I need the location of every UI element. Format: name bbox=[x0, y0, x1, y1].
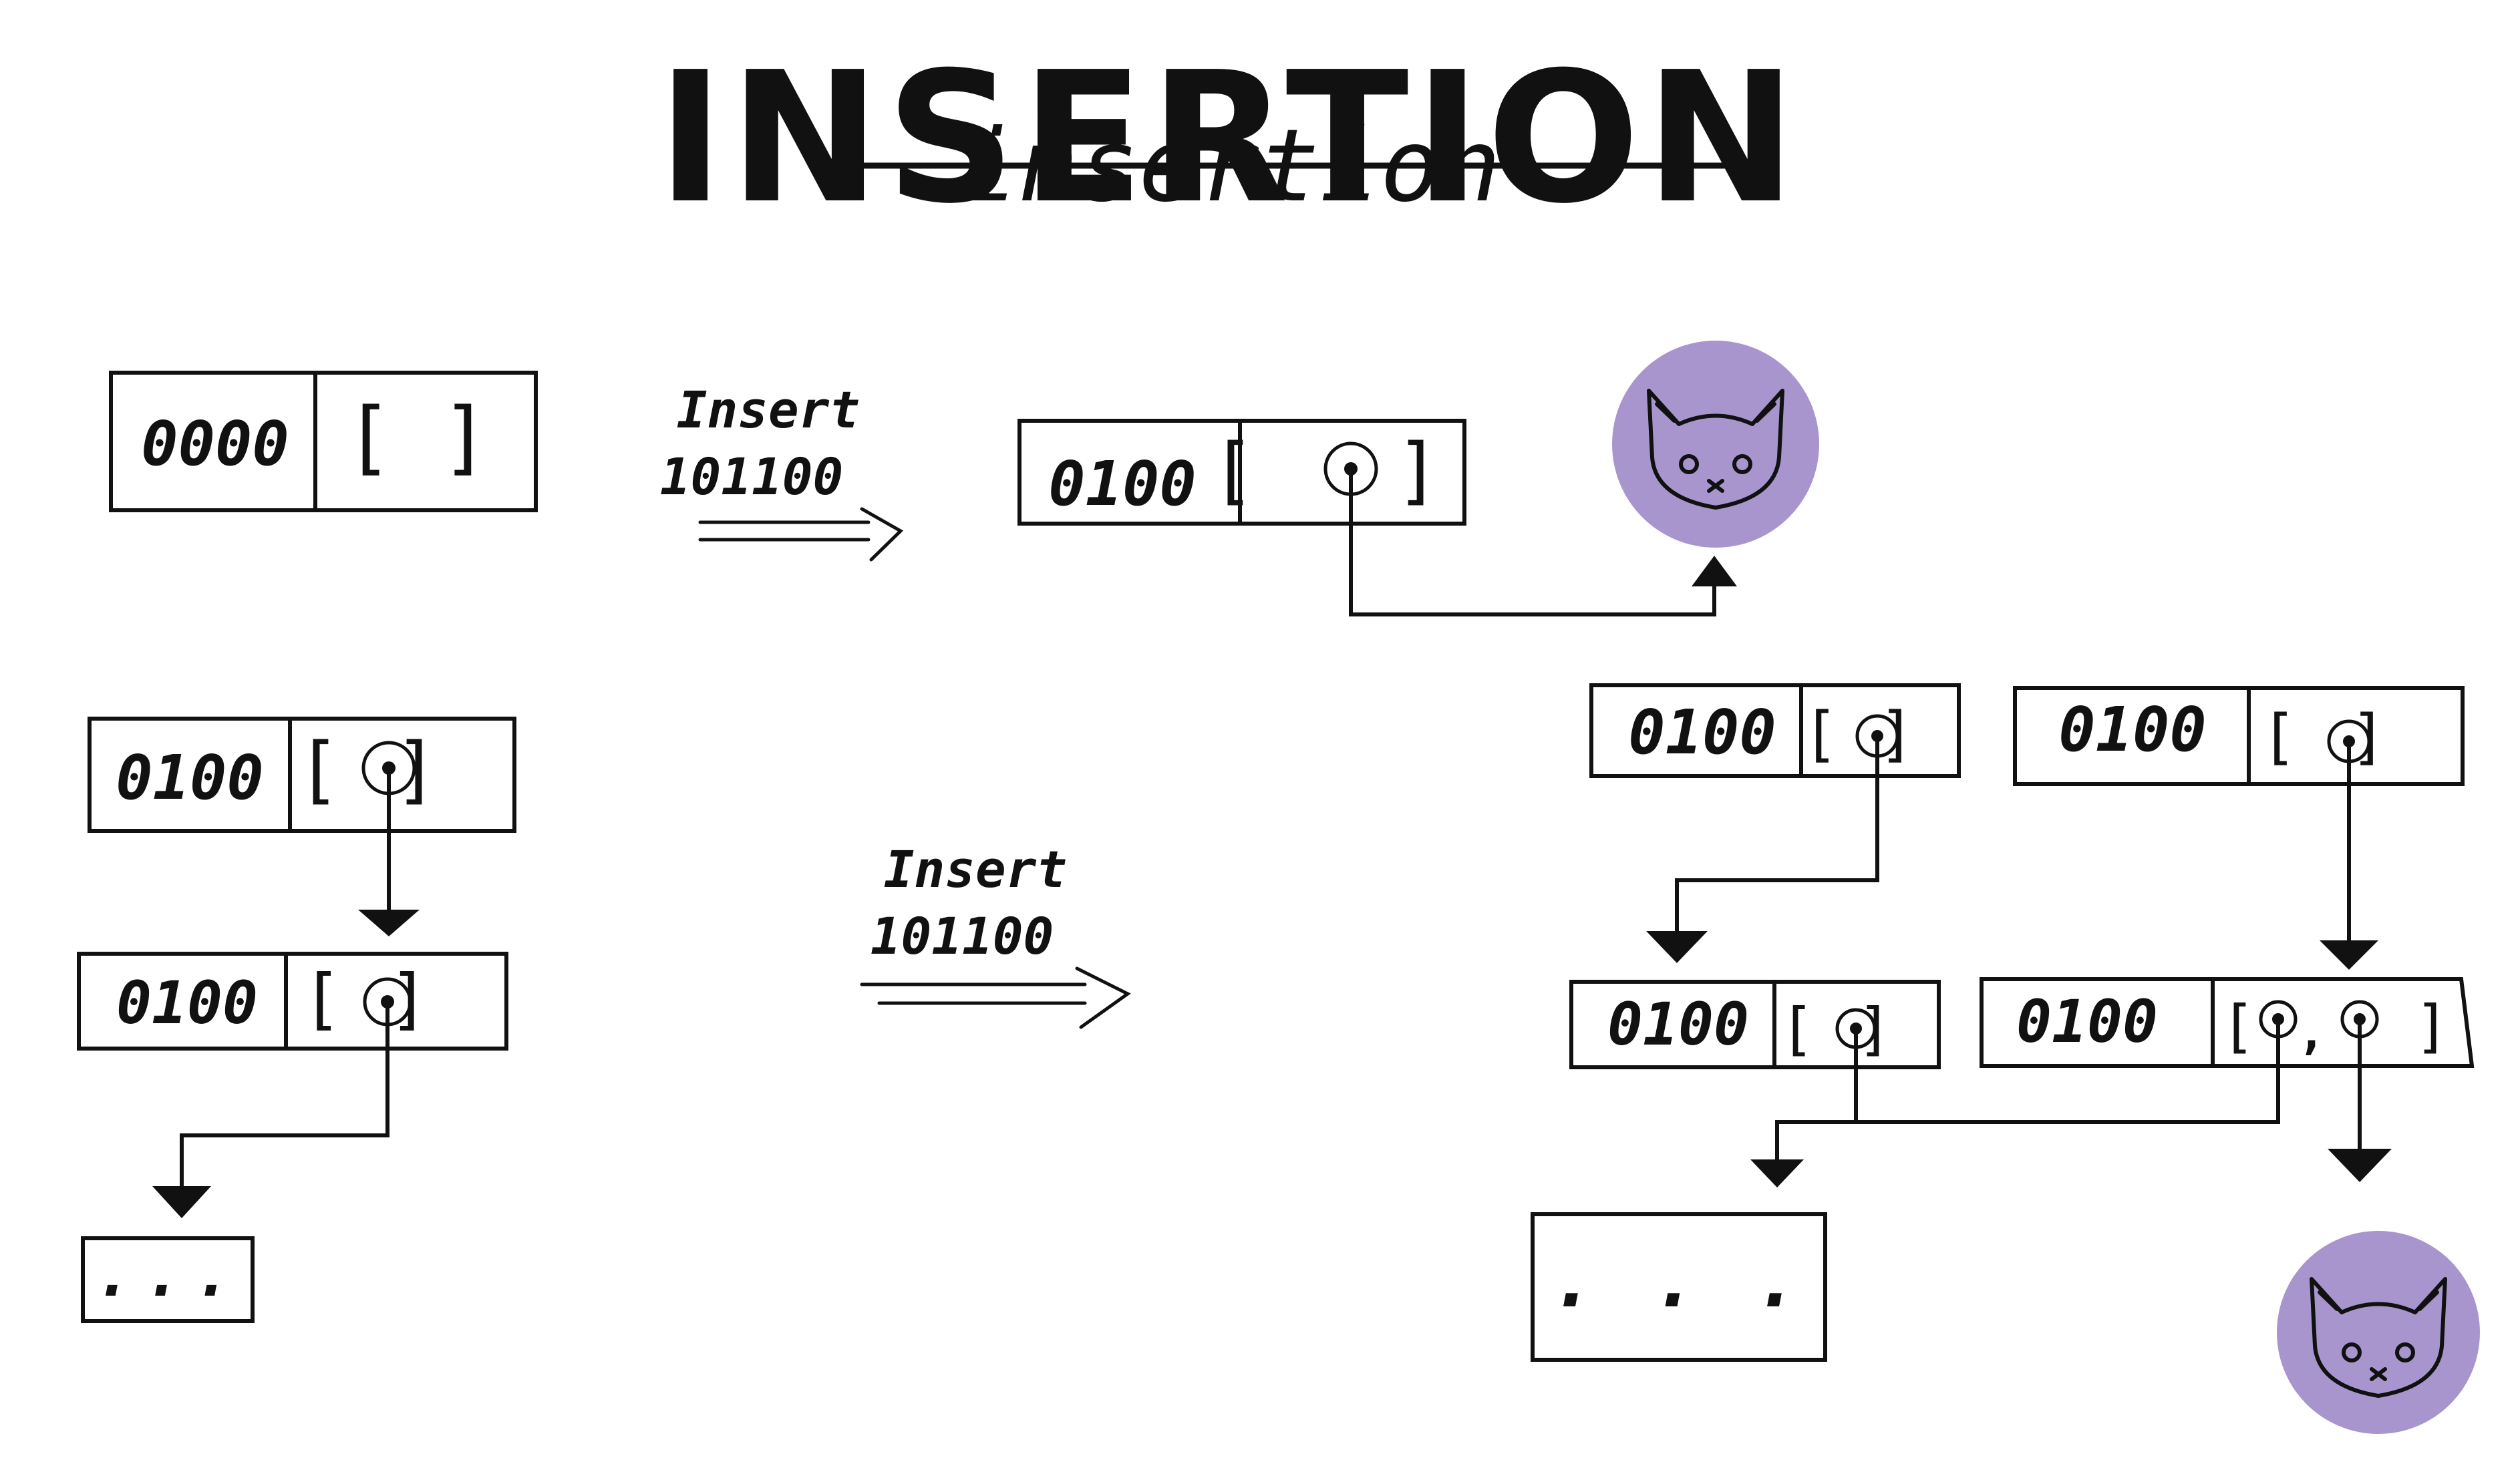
node-key: 0100 bbox=[1607, 990, 1749, 1059]
node-key: 0100 bbox=[1048, 448, 1197, 520]
arrow-head-icon bbox=[2328, 1149, 2392, 1182]
cat-face-icon bbox=[2277, 1231, 2480, 1434]
title-handwritten: insertion bbox=[958, 108, 1501, 224]
leaf-box bbox=[81, 1236, 255, 1323]
arrow-head-icon bbox=[358, 910, 420, 936]
edge bbox=[180, 1002, 389, 1187]
node-children: [ ] bbox=[345, 391, 490, 484]
svg-text:[]: [] bbox=[2261, 702, 2440, 772]
leaf-ellipsis: ... bbox=[96, 1240, 245, 1310]
node-key: 0100 bbox=[116, 968, 258, 1037]
node-key: 0000 bbox=[141, 408, 289, 480]
svg-text:[: [ bbox=[2221, 993, 2255, 1060]
arrow-head-icon bbox=[2320, 940, 2378, 970]
cat-bg bbox=[2277, 1231, 2480, 1434]
leaf-ellipsis: . . . bbox=[1551, 1238, 1805, 1324]
op-value: 101100 bbox=[660, 447, 844, 506]
step1-operation: Insert 101100 bbox=[660, 380, 904, 562]
pointer-separator: , bbox=[2298, 1005, 2326, 1060]
step2-operation: Insert 101100 bbox=[860, 840, 1131, 1029]
leaf-box bbox=[1531, 1212, 1827, 1362]
op-label: Insert bbox=[884, 840, 1068, 899]
edge bbox=[1675, 736, 1879, 932]
node-box bbox=[1980, 977, 2475, 1068]
arrow-head-icon bbox=[1692, 556, 1737, 586]
op-arrow-head-icon bbox=[1075, 966, 1131, 1029]
node-box bbox=[88, 717, 516, 833]
arrow-head-icon bbox=[152, 1186, 211, 1218]
node-box bbox=[2013, 686, 2465, 786]
title: INSERTION insertion bbox=[657, 33, 1801, 243]
edge bbox=[1349, 469, 1716, 616]
step1-before-node: 0000 [ ] bbox=[109, 371, 538, 512]
edge bbox=[1775, 1019, 2280, 1161]
cat-bg bbox=[1612, 341, 1819, 548]
step2-after-tree: 0100 [] 0100 [] 0100 [] 0100 [ bbox=[1531, 683, 2475, 1362]
op-value: 101100 bbox=[871, 906, 1054, 966]
svg-text:]: ] bbox=[2414, 993, 2449, 1060]
node-key: 0100 bbox=[2058, 694, 2207, 765]
cat-face-icon bbox=[1612, 341, 1819, 548]
node-box bbox=[1589, 683, 1961, 778]
op-arrow-head-icon bbox=[860, 507, 904, 562]
node-box bbox=[1569, 980, 1941, 1069]
arrow-head-icon bbox=[1750, 1159, 1804, 1187]
node-key: 0100 bbox=[1628, 697, 1776, 768]
step2-before-tree: 0100 [] 0100 [] ... bbox=[77, 717, 516, 1323]
node-key: 0100 bbox=[116, 742, 264, 813]
node-key: 0100 bbox=[2016, 987, 2158, 1056]
node-box bbox=[77, 952, 508, 1051]
step1-after-node: 0100 [ ] bbox=[1017, 419, 1737, 616]
op-label: Insert bbox=[677, 380, 860, 439]
node-box bbox=[109, 371, 538, 512]
title-big: INSERTION bbox=[657, 33, 1801, 243]
arrow-head-icon bbox=[1646, 931, 1708, 963]
